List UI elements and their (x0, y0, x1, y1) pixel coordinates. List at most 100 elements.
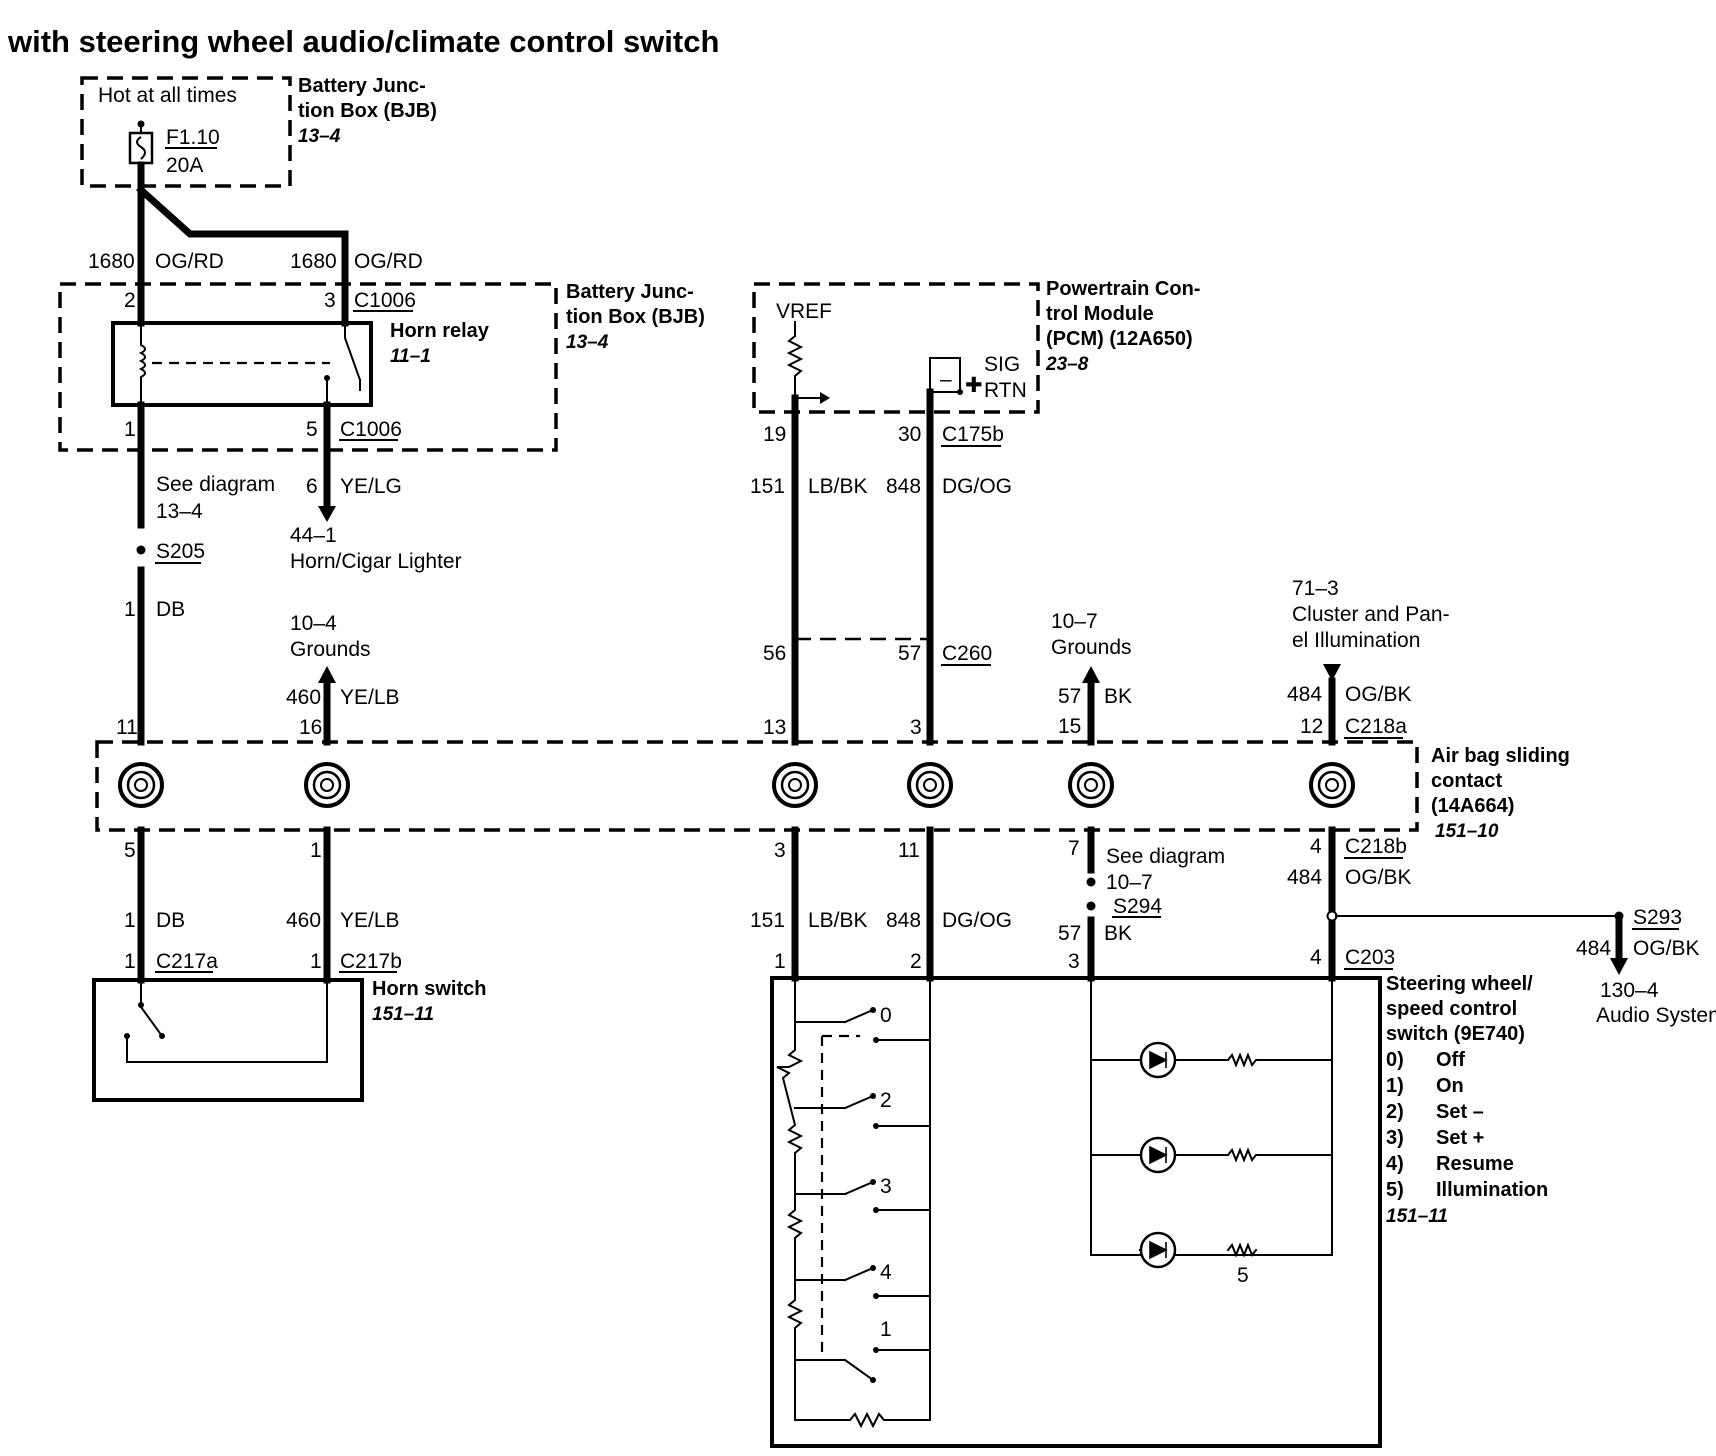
switch-2-icon (794, 1093, 931, 1129)
pin-label: 6 (306, 475, 318, 498)
audio-branch (1610, 911, 1628, 975)
fuse-id: F1.10 (166, 126, 220, 149)
fuse-icon (128, 120, 154, 165)
pin-label: 4 (1310, 946, 1322, 969)
airbag-name-2: contact (1431, 770, 1502, 792)
pin-label: 56 (763, 642, 786, 665)
bjb-relay-name-1: Battery Junc- (566, 281, 694, 303)
wire-circuit-label: 1 (124, 909, 136, 932)
illumination-ref: 71–3 (1292, 577, 1339, 600)
switch-position-label: 3 (880, 1175, 892, 1198)
grounds-ref: 10–4 (290, 612, 337, 635)
pin-label: 1 (310, 950, 322, 973)
wire-color-label: OG/BK (1345, 683, 1412, 706)
clockspring-ring-icon (304, 762, 350, 808)
wire-color-label: OG/RD (354, 250, 423, 273)
legend-num: 4) (1386, 1153, 1404, 1175)
steering-name-2: speed control (1386, 998, 1517, 1020)
vref-label: VREF (776, 300, 832, 323)
clockspring-ring-icon (772, 762, 818, 808)
wire-color-label: OG/BK (1345, 866, 1412, 889)
pin-label: 13 (763, 716, 786, 739)
horn-switch-ref: 151–11 (372, 1004, 434, 1025)
bjb-horn-relay-box: 2 3 C1006 Horn relay 11–1 1 5 C1006 Batt… (58, 281, 705, 454)
switch-3-icon (794, 1179, 931, 1213)
connector-label: C217a (156, 950, 218, 973)
wire-color-label: DG/OG (942, 909, 1012, 932)
illumination-name-1: Cluster and Pan- (1292, 603, 1450, 626)
legend-num: 2) (1386, 1101, 1404, 1123)
see-diagram-ref: 13–4 (156, 500, 203, 523)
legend-label: Resume (1436, 1153, 1514, 1175)
wire-color-label: OG/BK (1633, 937, 1700, 960)
steering-ref: 151–11 (1386, 1206, 1448, 1227)
sig-label: SIG (984, 353, 1020, 376)
pin-label: 7 (1068, 837, 1080, 860)
connector-label: C1006 (340, 418, 402, 441)
bjb-relay-name-2: tion Box (BJB) (566, 306, 705, 328)
wire-color-label: DG/OG (942, 475, 1012, 498)
wire-color-label: YE/LB (340, 686, 400, 709)
grounds-left-wire (318, 666, 336, 984)
legend-label: Off (1436, 1049, 1465, 1071)
horn-switch-box (92, 978, 364, 1102)
horn-cigar-ref: 44–1 (290, 524, 337, 547)
pin-label: 3 (910, 716, 922, 739)
pin-label: 3 (774, 839, 786, 862)
legend-num: 1) (1386, 1075, 1404, 1097)
connector-label: C175b (942, 423, 1004, 446)
legend-label: Illumination (1436, 1179, 1548, 1201)
pin-label: 5 (306, 418, 318, 441)
wire-circuit-label: 57 (1058, 922, 1081, 945)
see-diagram-label: See diagram (1106, 845, 1225, 868)
rtn-symbol: ✚ (965, 374, 983, 397)
steering-legend: 0) Off 1) On 2) Set – 3) Set + 4) Resume… (1386, 1049, 1548, 1201)
pin-label: 1 (310, 839, 322, 862)
pin-label: 11 (898, 839, 920, 862)
switch-position-label: 1 (880, 1318, 892, 1341)
pin-label: 2 (910, 950, 922, 973)
wire-circuit-label: 460 (286, 686, 321, 709)
wire-color-label: DB (156, 909, 185, 932)
hot-at-all-times-label: Hot at all times (98, 84, 237, 107)
legend-num: 0) (1386, 1049, 1404, 1071)
legend-label: On (1436, 1075, 1464, 1097)
airbag-sliding-contact (95, 740, 1419, 832)
wire-color-label: DB (156, 598, 185, 621)
switch-0-icon (794, 1007, 931, 1043)
airbag-ref: 151–10 (1435, 821, 1499, 842)
pin-label: 3 (1068, 950, 1080, 973)
splice-label: S294 (1113, 895, 1162, 918)
clockspring-ring-icon (118, 762, 164, 808)
see-diagram-ref: 10–7 (1106, 871, 1153, 894)
audio-ref: 130–4 (1600, 979, 1659, 1002)
pin-label: 1 (124, 418, 136, 441)
wire-circuit-label: 848 (886, 909, 921, 932)
connector-label: C260 (942, 642, 992, 665)
pin-label: 3 (324, 289, 336, 312)
horn-relay-name: Horn relay (390, 320, 490, 342)
connector-label: C217b (340, 950, 402, 973)
pin-label: 57 (898, 642, 921, 665)
splice-label: S293 (1633, 906, 1682, 929)
horn-cigar-name: Horn/Cigar Lighter (290, 550, 462, 573)
legend-num: 5) (1386, 1179, 1404, 1201)
pin-label: 1 (124, 950, 136, 973)
wire-color-label: OG/RD (155, 250, 224, 273)
wire-circuit-label: 151 (750, 909, 785, 932)
wire-color-label: BK (1104, 922, 1132, 945)
pcm-name-1: Powertrain Con- (1046, 278, 1200, 300)
switch-position-label: 4 (880, 1261, 892, 1284)
wire-circuit-label: 151 (750, 475, 785, 498)
pin-label: 16 (299, 716, 322, 739)
pin-label: 2 (124, 289, 136, 312)
bjb-top-ref: 13–4 (298, 126, 341, 147)
illumination-wire (1323, 664, 1617, 982)
wire-color-label: LB/BK (808, 475, 868, 498)
connector-label: C203 (1345, 946, 1395, 969)
pcm-name-2: trol Module (1046, 303, 1154, 325)
wire-color-label: YE/LB (340, 909, 400, 932)
fuse-to-relay-wires (136, 161, 349, 290)
pin-label: 11 (116, 716, 138, 739)
